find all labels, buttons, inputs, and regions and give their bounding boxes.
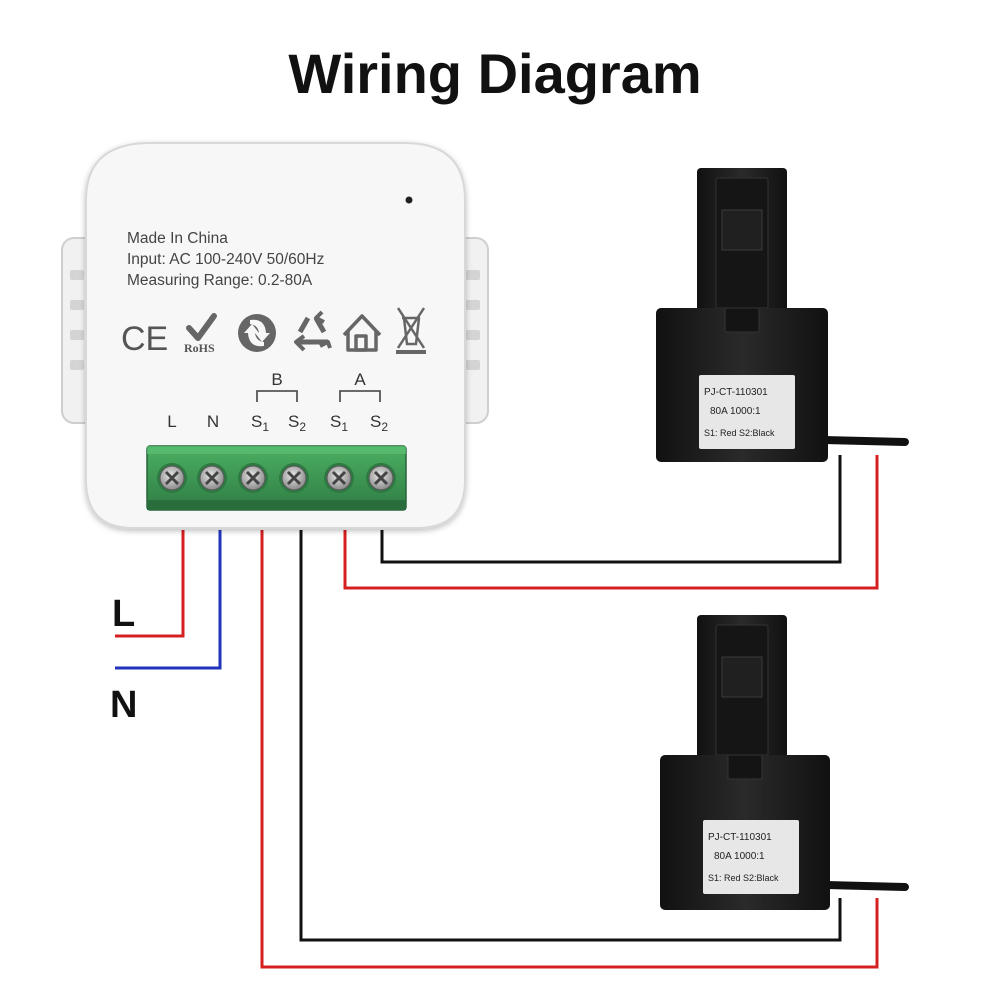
ct-sensor-bottom: PJ-CT-110301 80A 1000:1 S1: Red S2:Black: [660, 615, 909, 910]
spec-origin: Made In China: [127, 230, 228, 247]
ct-sensor-bottom-lead-note: S1: Red S2:Black: [708, 873, 779, 883]
channel-a-s1-wire: [343, 455, 879, 590]
ct-sensor-top-label: [699, 375, 795, 449]
ct-sensor-top: PJ-CT-110301 80A 1000:1 S1: Red S2:Black: [656, 168, 909, 462]
ce-mark-icon: CE: [121, 320, 168, 358]
weee-crossed-bin-icon: [396, 307, 426, 354]
rohs-mark: RoHS: [184, 341, 215, 355]
terminal-screw-l[interactable]: [157, 463, 187, 493]
neutral-wire: [115, 530, 222, 670]
channel-b-label: B: [271, 370, 282, 389]
channel-b-bracket: [256, 390, 298, 402]
green-dot-icon: [238, 314, 276, 352]
terminal-screw-b-s1[interactable]: [238, 463, 268, 493]
terminal-screw-a-s2[interactable]: [366, 463, 396, 493]
terminal-label-n: N: [207, 412, 219, 431]
terminal-label-a-s1: S1: [330, 412, 348, 434]
channel-b-s2-wire: [299, 530, 842, 942]
status-led: [405, 196, 413, 204]
terminal-screw-n[interactable]: [197, 463, 227, 493]
smart-meter-module: Made In China Input: AC 100-240V 50/60Hz…: [61, 142, 489, 529]
ct-sensor-bottom-rating: 80A 1000:1: [714, 851, 765, 862]
spec-input: Input: AC 100-240V 50/60Hz: [127, 251, 324, 268]
terminal-label-b-s2: S2: [288, 412, 306, 434]
wires: [115, 455, 879, 969]
channel-a-s2-wire: [380, 455, 842, 564]
neutral-label: N: [110, 684, 137, 726]
indoor-use-house-icon: [342, 314, 382, 352]
channel-a-label: A: [354, 370, 366, 389]
recycle-icon: [294, 310, 332, 352]
terminal-screw-b-s2[interactable]: [279, 463, 309, 493]
live-label: L: [112, 593, 135, 635]
spec-range: Measuring Range: 0.2-80A: [127, 272, 313, 289]
ct-sensor-top-lead-note: S1: Red S2:Black: [704, 428, 775, 438]
ct-sensor-top-model: PJ-CT-110301: [704, 387, 768, 398]
ct-sensor-bottom-cable: [822, 881, 909, 891]
ct-sensor-bottom-label: [703, 820, 799, 894]
ct-sensor-top-cable: [820, 436, 909, 446]
terminal-label-a-s2: S2: [370, 412, 388, 434]
terminal-block: [146, 445, 407, 511]
terminal-labels: L N S1 S2 S1 S2: [167, 412, 388, 434]
ct-sensor-bottom-model: PJ-CT-110301: [708, 832, 772, 843]
ct-sensor-top-rating: 80A 1000:1: [710, 406, 761, 417]
terminal-label-b-s1: S1: [251, 412, 269, 434]
page-title: Wiring Diagram: [288, 42, 701, 105]
terminal-label-l: L: [167, 412, 176, 431]
channel-b-s1-wire: [260, 530, 879, 969]
terminal-screws[interactable]: [157, 463, 396, 493]
channel-a-bracket: [339, 390, 381, 402]
terminal-screw-a-s1[interactable]: [324, 463, 354, 493]
rohs-check-icon: [186, 313, 217, 341]
live-wire: [115, 530, 185, 638]
